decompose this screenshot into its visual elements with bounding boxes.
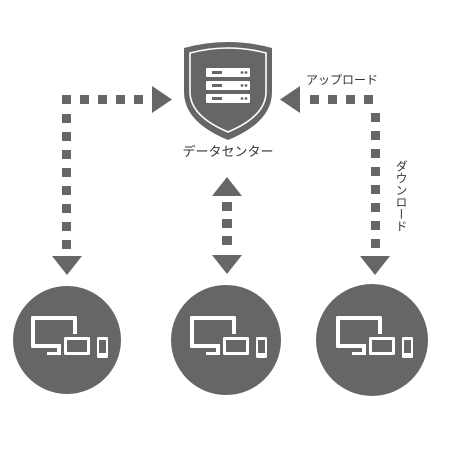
center-connector	[212, 177, 242, 274]
right-dotted-line-vertical	[371, 113, 380, 248]
devices-icon	[190, 316, 269, 360]
right-connector	[280, 86, 390, 275]
left-arrowhead-to-datacenter	[152, 86, 172, 113]
upload-label: アップロード	[306, 73, 379, 87]
center-arrowhead-down	[212, 255, 242, 274]
client-devices-right	[316, 284, 428, 396]
left-arrowhead-to-device	[52, 256, 82, 275]
center-arrowhead-up	[212, 177, 242, 196]
devices-icon	[31, 316, 110, 360]
right-dotted-line-horizontal	[310, 95, 373, 104]
right-arrowhead-to-device	[360, 256, 390, 275]
left-dotted-line-horizontal	[62, 95, 143, 104]
right-arrowhead-to-datacenter	[280, 86, 300, 113]
download-label: ダウンロード	[394, 160, 408, 232]
left-connector	[52, 86, 172, 275]
data-center-shield-icon	[184, 42, 272, 140]
client-devices-left	[13, 286, 121, 394]
data-center-label: データセンター	[182, 145, 274, 160]
server-rack-icon	[206, 68, 250, 103]
client-devices-center	[171, 285, 281, 395]
left-dotted-line-vertical	[62, 114, 71, 249]
devices-icon	[336, 316, 415, 360]
